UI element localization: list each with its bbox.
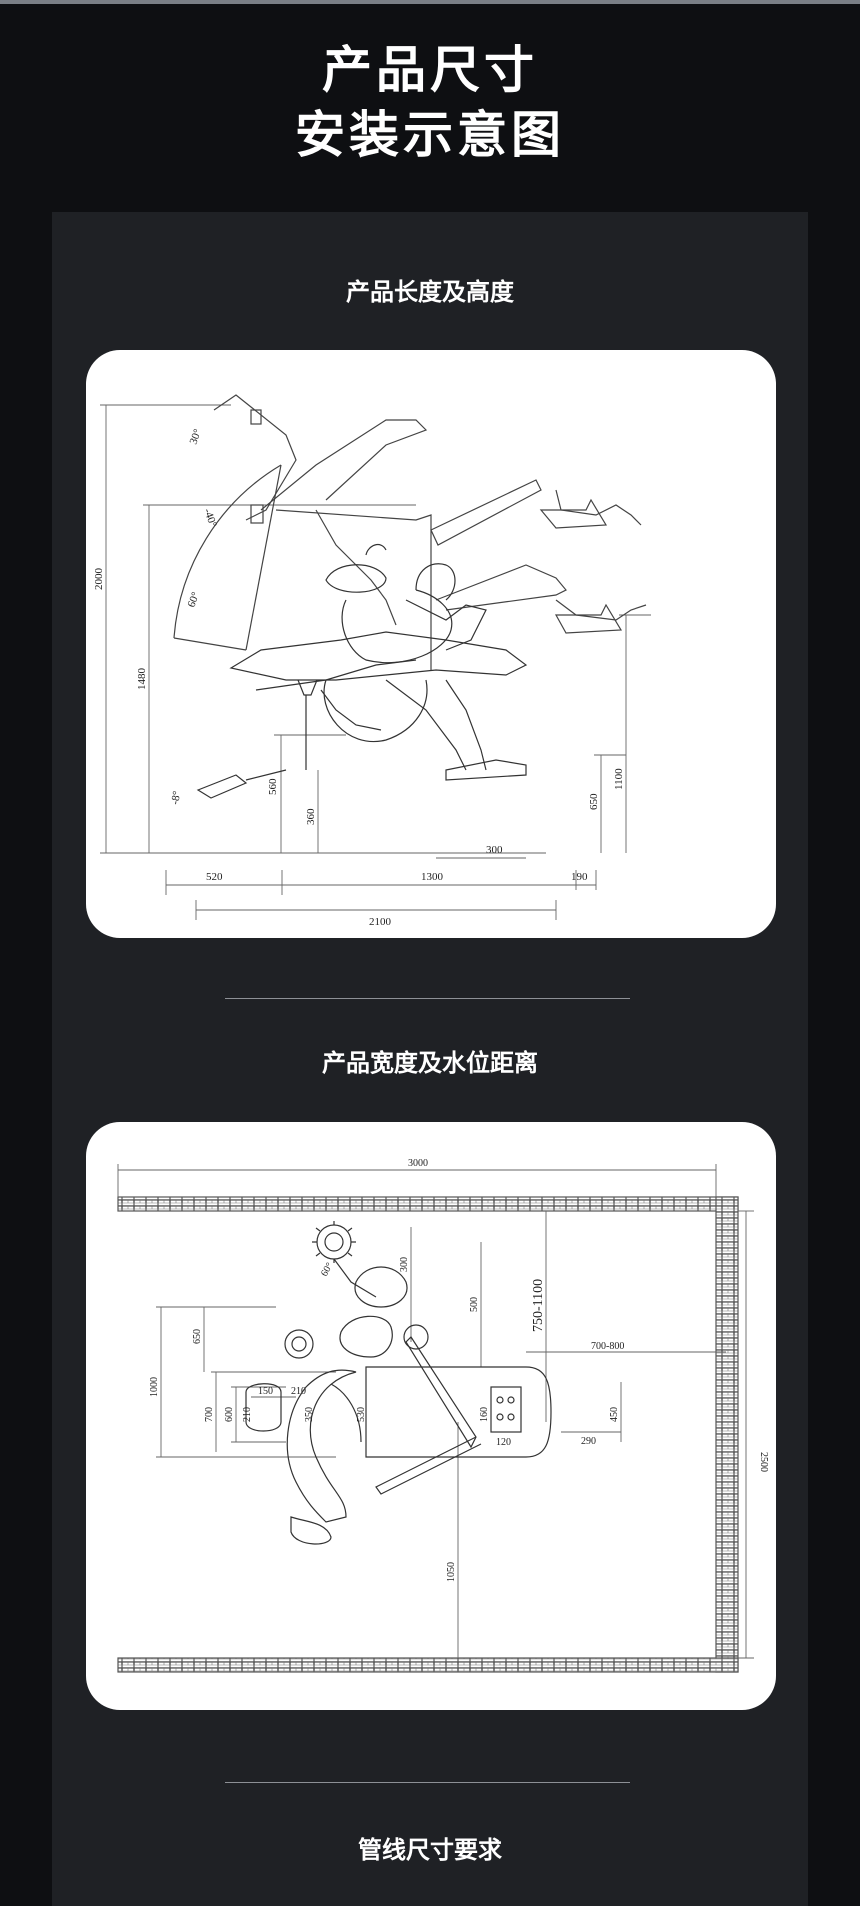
dim-width-190: 190 bbox=[571, 871, 588, 883]
section-title-width-water: 产品宽度及水位距离 bbox=[322, 1049, 538, 1077]
angle-30: 30° bbox=[188, 427, 205, 446]
dim-width-1300: 1300 bbox=[421, 871, 444, 883]
angle-minus-40: -40° bbox=[201, 507, 219, 529]
dim-height-1100: 1100 bbox=[613, 768, 625, 790]
dim-500: 500 bbox=[469, 1297, 480, 1312]
dim-300: 300 bbox=[399, 1257, 410, 1272]
dim-room-width: 3000 bbox=[408, 1158, 428, 1169]
dim-width-300: 300 bbox=[486, 844, 503, 856]
dim-650: 650 bbox=[192, 1329, 203, 1344]
dim-750-1100: 750-1100 bbox=[531, 1279, 546, 1332]
top-border bbox=[0, 0, 860, 4]
dim-210-a: 210 bbox=[291, 1386, 306, 1397]
dim-700-800: 700-800 bbox=[591, 1341, 624, 1352]
dim-1050: 1050 bbox=[446, 1562, 457, 1582]
page-title-line2: 安装示意图 bbox=[295, 106, 565, 164]
dim-450: 450 bbox=[609, 1407, 620, 1422]
dim-height-1480: 1480 bbox=[136, 668, 148, 691]
dim-room-depth: 2500 bbox=[758, 1452, 769, 1472]
dim-290: 290 bbox=[581, 1436, 596, 1447]
dim-width-520: 520 bbox=[206, 871, 223, 883]
section-divider-1 bbox=[225, 998, 630, 999]
dim-120: 120 bbox=[496, 1437, 511, 1448]
angle-minus-8: -8° bbox=[169, 790, 183, 805]
dim-height-650: 650 bbox=[588, 793, 600, 810]
dim-210-b: 210 bbox=[242, 1407, 253, 1422]
top-wall bbox=[117, 1196, 739, 1212]
dim-height-360: 360 bbox=[305, 808, 317, 825]
angle-60: 60° bbox=[186, 590, 203, 609]
section-title-length-height: 产品长度及高度 bbox=[346, 278, 514, 306]
dim-height-560: 560 bbox=[267, 778, 279, 795]
dim-600: 600 bbox=[224, 1407, 235, 1422]
dim-530: 530 bbox=[356, 1407, 367, 1422]
dim-width-2100: 2100 bbox=[369, 916, 392, 928]
page-title-line1: 产品尺寸 bbox=[322, 41, 538, 99]
dim-1000: 1000 bbox=[149, 1377, 160, 1397]
top-view-drawing: 3000 2500 1000 650 700 600 150 210 210 3… bbox=[117, 1158, 769, 1673]
section-divider-2 bbox=[225, 1782, 630, 1783]
side-view-drawing: 2000 1480 560 360 650 1100 520 1300 190 … bbox=[93, 394, 651, 928]
dim-700: 700 bbox=[204, 1407, 215, 1422]
angle-60-topview: 60° bbox=[319, 1261, 336, 1279]
dim-total-height: 2000 bbox=[93, 568, 105, 591]
width-water-diagram-card: 3000 2500 1000 650 700 600 150 210 210 3… bbox=[86, 1122, 776, 1710]
bottom-wall bbox=[117, 1657, 739, 1673]
dim-350: 350 bbox=[304, 1407, 315, 1422]
right-wall bbox=[715, 1196, 739, 1673]
dim-150: 150 bbox=[258, 1386, 273, 1397]
section-title-pipeline: 管线尺寸要求 bbox=[358, 1836, 502, 1864]
length-height-diagram-card: 2000 1480 560 360 650 1100 520 1300 190 … bbox=[86, 350, 776, 938]
dim-160: 160 bbox=[479, 1407, 490, 1422]
